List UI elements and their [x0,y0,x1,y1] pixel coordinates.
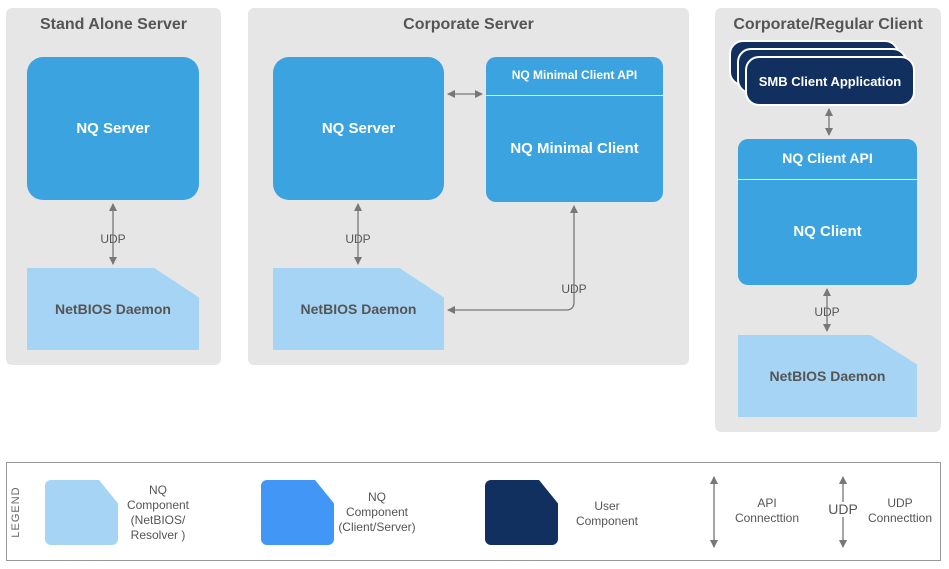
legend-udp-text: UDP Connecttion [867,496,933,525]
legend-user-text: User Component [575,499,639,528]
corporate-netbios-daemon-box: NetBIOS Daemon [273,268,444,350]
legend-api-arrow-icon [710,476,718,548]
legend-api-text: API Connecttion [734,496,800,525]
legend-netbios-swatch [45,480,118,545]
nq-client-label: NQ Client [793,223,862,240]
corporate-minimal-client-api-label: NQ Minimal Client API [511,68,638,82]
legend-udp-symbol: UDP [826,502,860,517]
smb-client-application-box: SMB Client Application [745,56,915,106]
nq-client-box [738,139,917,285]
legend: LEGEND NQ Component (NetBIOS/ Resolver )… [6,462,941,561]
nq-client-api-label: NQ Client API [782,150,873,166]
corporate-minimal-client-label: NQ Minimal Client [510,140,639,157]
legend-user-swatch [485,480,558,545]
legend-nq-text: NQ Component (Client/Server) [338,490,416,534]
corporate-nq-server-box: NQ Server [273,57,444,200]
legend-title: LEGEND [10,486,22,538]
standalone-netbios-daemon-box: NetBIOS Daemon [27,268,199,350]
corporate-udp-right-connector [447,205,578,314]
client-netbios-daemon-box: NetBIOS Daemon [738,335,917,417]
standalone-server-title: Stand Alone Server [39,16,187,33]
client-api-divider [738,179,917,180]
corporate-api-divider [486,95,663,96]
legend-nq-swatch [261,480,334,545]
client-panel-title: Corporate/Regular Client [733,16,923,33]
corporate-server-title: Corporate Server [403,16,534,33]
legend-netbios-text: NQ Component (NetBIOS/ Resolver ) [126,483,190,542]
standalone-nq-server-box: NQ Server [27,57,199,200]
corporate-minimal-client-box [486,57,663,202]
